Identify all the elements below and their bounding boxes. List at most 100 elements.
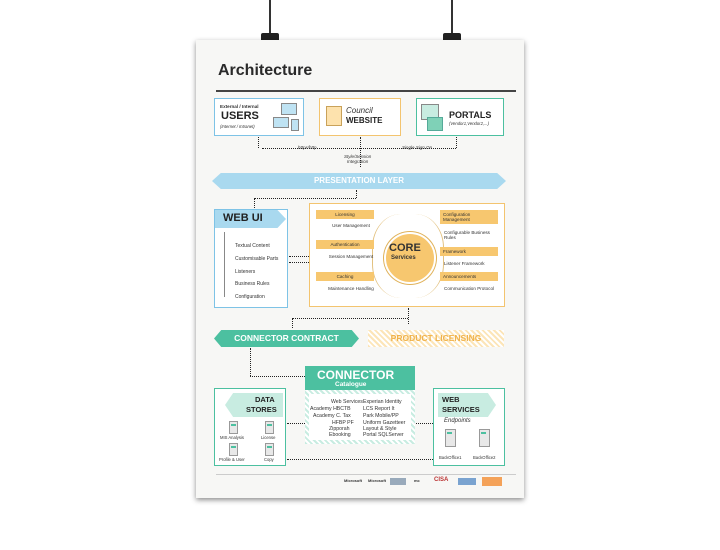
data-stores-box: DATA STORES MIS Analysis License Profile… [214,388,286,466]
web-services-box: WEB SERVICES Endpoints BackOffice1 BackO… [433,388,505,466]
connector-webui-core-1 [289,256,309,257]
connector-item: Web Services [331,399,363,405]
portals-box: PORTALS (Vendor1,Vendor2,...) [416,98,504,136]
connector-list-bg [309,394,411,440]
connector-item: Zipporah [329,426,350,432]
footer-divider [216,474,516,475]
web-ui-item: Listeners [235,269,256,275]
web-services-title-2: SERVICES [442,405,480,414]
core-right-item: Announcements [440,272,498,281]
connector-item: LCS Report It [363,406,395,412]
portals-sub: (Vendor1,Vendor2,...) [449,121,489,126]
partner-logo-icon [482,477,502,486]
portal-cube-icon [427,117,443,131]
connector-item: Uniform Gazetteer [363,420,406,426]
data-stores-title-2: STORES [246,405,277,414]
microsoft-partner-logo: Microsoft [368,478,386,483]
web-ui-item: Business Rules [235,281,270,287]
style-session-label: Style/Session [344,154,372,159]
connector-item: Academy HBCTB [310,406,351,412]
monitor-icon [281,103,297,115]
data-store-item: Profile & User [219,457,245,462]
web-service-item: BackOffice2 [473,455,496,460]
core-left-item: Licensing [316,210,374,219]
website-icon [326,106,342,126]
core-circle [384,232,436,284]
connector-catalogue-box: CONNECTOR Catalogue Web Services Academy… [305,366,415,444]
users-label-sub: (Internet / Intranet) [220,124,255,129]
server-icon [445,429,456,447]
connector-contract-catalogue [250,376,305,377]
connector-contract-label: CONNECTOR CONTRACT [234,333,339,343]
data-stores-header [225,393,283,417]
connector-presentation-down [356,190,357,198]
database-icon [265,443,274,456]
web-ui-tree-line [224,232,225,297]
presentation-layer-banner: PRESENTATION LAYER [212,173,506,189]
product-licensing-banner: PRODUCT LICENSING [368,330,504,347]
clip-wire-left [269,0,271,34]
partner-logo-icon [458,478,476,485]
https-label: https/http [298,145,317,150]
core-right-item: Configuration Management [440,210,498,224]
connector-item: Portal SQLServer [363,432,404,438]
connector-users-down [258,137,259,148]
database-icon [229,421,238,434]
connector-item: Park Mobile/PP [363,413,399,419]
connector-core-down [408,308,409,324]
data-store-item: Copy [264,457,274,462]
connector-item: HFBP PF [332,420,354,426]
web-services-header [438,393,496,417]
core-right-item: Listener Framework [444,261,485,266]
connector-users-portals [262,148,456,149]
website-label: WEBSITE [346,116,383,125]
data-store-item: MIS Analysis [220,435,244,440]
web-services-subtitle: Endpoints [444,418,471,424]
server-icon [479,429,490,447]
connector-item: Ebooking [329,432,351,438]
core-left-item: Caching [316,272,374,281]
connector-contract-down [250,348,251,376]
connector-item: Layout & Style [363,426,397,432]
connector-catalogue-webservices [416,423,433,424]
connector-presentation-webui [254,198,356,199]
core-left-item: Session Management [328,254,374,259]
web-services-title-1: WEB [442,395,460,404]
presentation-layer-label: PRESENTATION LAYER [313,176,405,185]
web-ui-item: Customisable Parts [235,256,279,262]
web-ui-item: Configuration [235,294,265,300]
core-left-item: Authentication [316,240,374,249]
laptop-icon [273,117,289,128]
mc-logo: mc [414,478,420,483]
connector-council-down [360,137,361,167]
core-right-item: Configurable Business Rules [444,230,490,241]
web-service-item: BackOffice1 [439,455,462,460]
integration-label: Integration [347,159,369,164]
connector-datastores-webservices [287,459,433,460]
partner-logo-icon [390,478,406,485]
core-spoke-lines [372,214,444,298]
connector-contract-top [292,318,293,328]
core-subtitle: Services [391,255,416,261]
connector-title: CONNECTOR [317,368,395,382]
users-box: External / Internal USERS (Internet / In… [214,98,304,136]
core-right-item: Framework [440,247,498,256]
phone-icon [291,119,299,131]
connector-webui-core-2 [289,262,309,263]
connector-contract-banner: CONNECTOR CONTRACT [214,330,359,347]
connector-item: Academy C. Tax [313,413,351,419]
web-ui-box: WEB UI Textual Content Customisable Part… [214,209,288,308]
connector-webui-top [254,198,255,208]
title-divider [216,90,516,92]
cisa-logo: CISA [434,477,449,483]
database-icon [229,443,238,456]
web-ui-item: Textual Content [235,243,270,249]
core-left-item: User Management [332,223,370,228]
connector-core-contract [292,318,408,319]
connector-catalogue-datastores [287,423,305,424]
core-right-item: Communication Protocol [444,286,495,291]
council-website-box: Council WEBSITE [319,98,401,136]
clip-wire-right [451,0,453,34]
users-label-top: External / Internal [220,104,259,109]
sso-label: Single Sign On [402,145,433,150]
